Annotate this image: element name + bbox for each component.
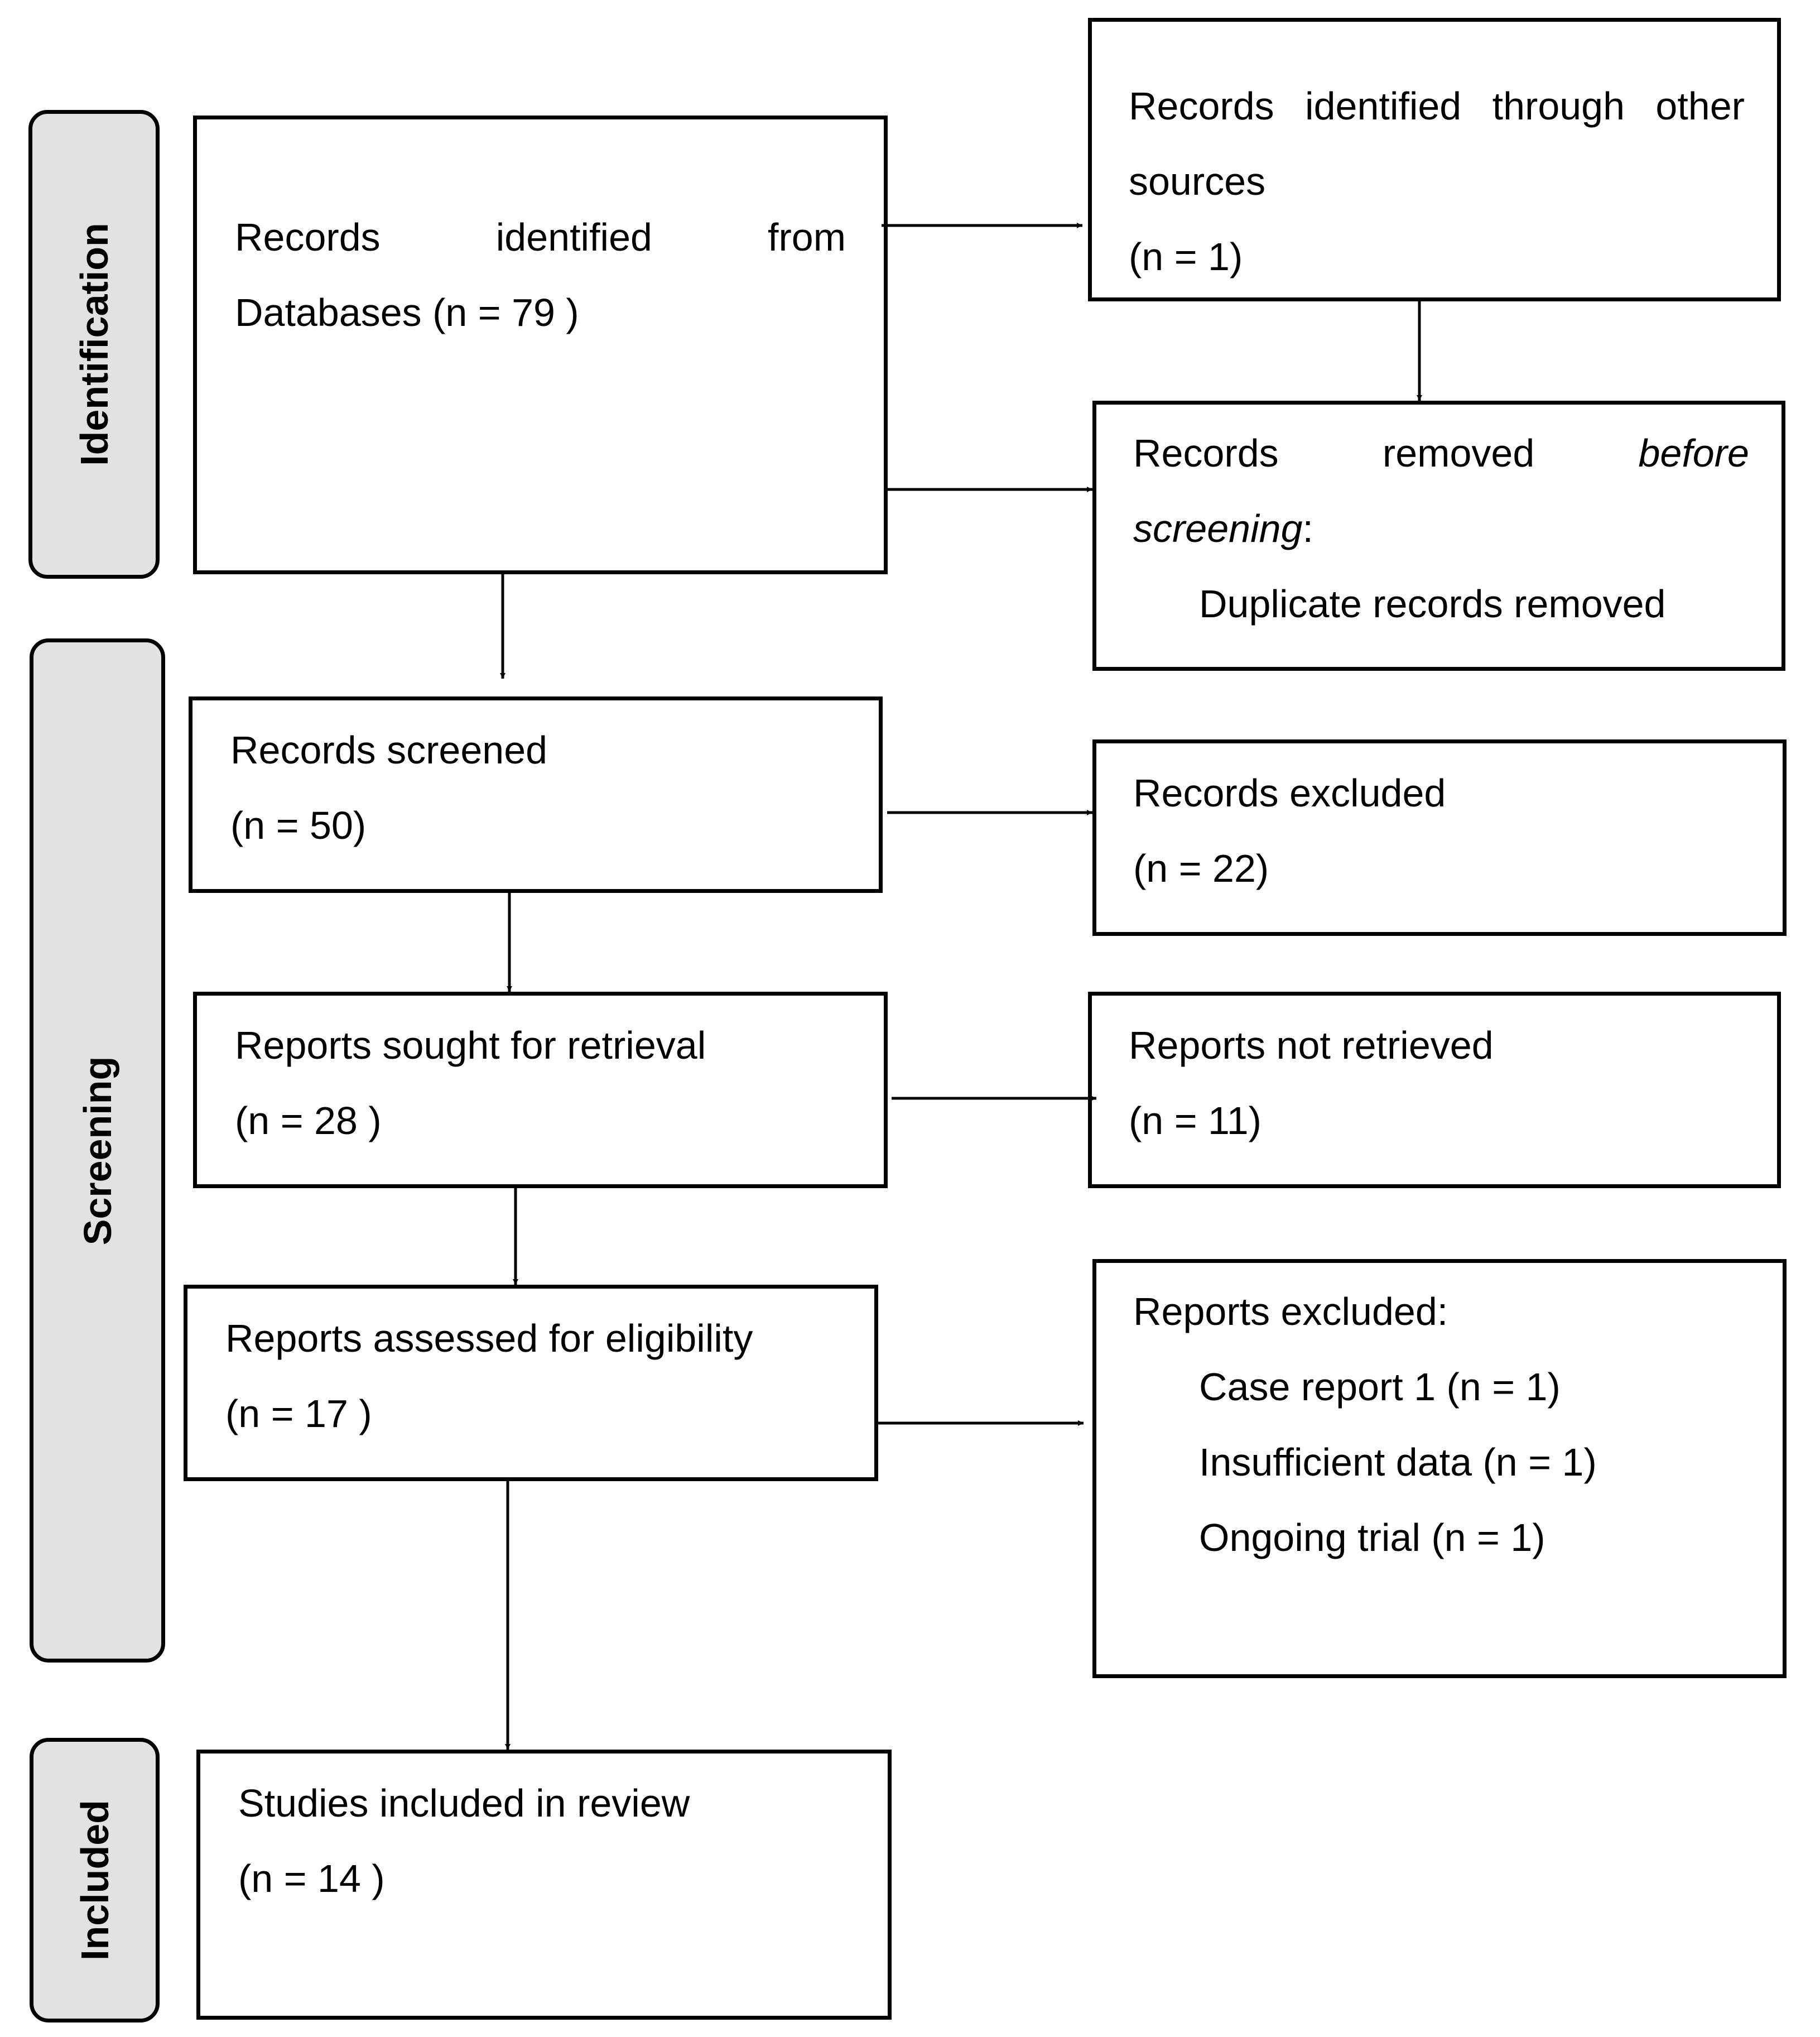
reports-not-retrieved-label: Reports not retrieved: [1129, 1024, 1494, 1067]
exclusion-reason-ongoing-trial: Ongoing trial (n = 1): [1199, 1516, 1545, 1559]
other-sources-word-1: Records: [1129, 84, 1274, 128]
reports-sought-label: Reports sought for retrieval: [235, 1024, 706, 1067]
exclusion-reason-insufficient-data: Insufficient data (n = 1): [1199, 1440, 1597, 1484]
other-sources-count: (n = 1): [1129, 235, 1243, 278]
reports-assessed-label: Reports assessed for eligibility: [225, 1317, 753, 1360]
removed-line1: Records removed before: [1133, 416, 1749, 491]
reports-assessed-count: (n = 17 ): [225, 1392, 372, 1435]
databases-line2: Databases (n = 79 ): [235, 291, 579, 334]
studies-included-box: Studies included in review (n = 14 ): [196, 1750, 892, 2020]
phase-identification: Identification: [28, 110, 160, 579]
other-sources-line2: sources: [1129, 160, 1266, 203]
reports-excluded-box: Reports excluded: Case report 1 (n = 1) …: [1092, 1259, 1787, 1678]
removed-word-screening: screening: [1133, 507, 1303, 550]
studies-included-label: Studies included in review: [238, 1781, 690, 1825]
other-sources-word-3: through: [1492, 84, 1625, 128]
records-excluded-label: Records excluded: [1133, 771, 1446, 815]
databases-word-1: Records: [235, 215, 381, 259]
reports-sought-box: Reports sought for retrieval (n = 28 ): [193, 992, 888, 1188]
records-screened-count: (n = 50): [230, 804, 367, 847]
phase-screening: Screening: [30, 638, 165, 1663]
databases-word-2: identified: [495, 215, 652, 259]
reports-not-retrieved-count: (n = 11): [1129, 1099, 1262, 1142]
reports-not-retrieved-box: Reports not retrieved (n = 11): [1088, 992, 1781, 1188]
databases-line1: Records identified from: [235, 200, 846, 275]
other-sources-word-2: identified: [1305, 84, 1462, 128]
other-sources-line1: Records identified through other: [1129, 69, 1745, 144]
other-sources-word-4: other: [1655, 84, 1745, 128]
studies-included-count: (n = 14 ): [238, 1857, 385, 1900]
reports-excluded-label: Reports excluded:: [1133, 1290, 1448, 1333]
records-screened-label: Records screened: [230, 728, 548, 772]
removed-word-removed: removed: [1382, 431, 1535, 475]
removed-line2: screening:: [1133, 491, 1749, 566]
removed-colon: :: [1302, 507, 1313, 550]
exclusion-reason-case-report: Case report 1 (n = 1): [1199, 1365, 1561, 1409]
removed-word-before: before: [1638, 431, 1749, 475]
records-screened-box: Records screened (n = 50): [189, 696, 883, 893]
other-sources-box: Records identified through other sources…: [1088, 18, 1781, 301]
removed-duplicates: Duplicate records removed: [1199, 582, 1666, 626]
removed-before-screening-box: Records removed before screening: Duplic…: [1092, 401, 1785, 671]
phase-included: Included: [30, 1738, 160, 2022]
reports-assessed-box: Reports assessed for eligibility (n = 17…: [184, 1285, 878, 1481]
records-excluded-box: Records excluded (n = 22): [1092, 739, 1787, 936]
databases-word-3: from: [768, 215, 846, 259]
removed-word-records: Records: [1133, 431, 1279, 475]
records-excluded-count: (n = 22): [1133, 847, 1269, 890]
reports-sought-count: (n = 28 ): [235, 1099, 382, 1142]
databases-box: Records identified from Databases (n = 7…: [193, 116, 888, 574]
